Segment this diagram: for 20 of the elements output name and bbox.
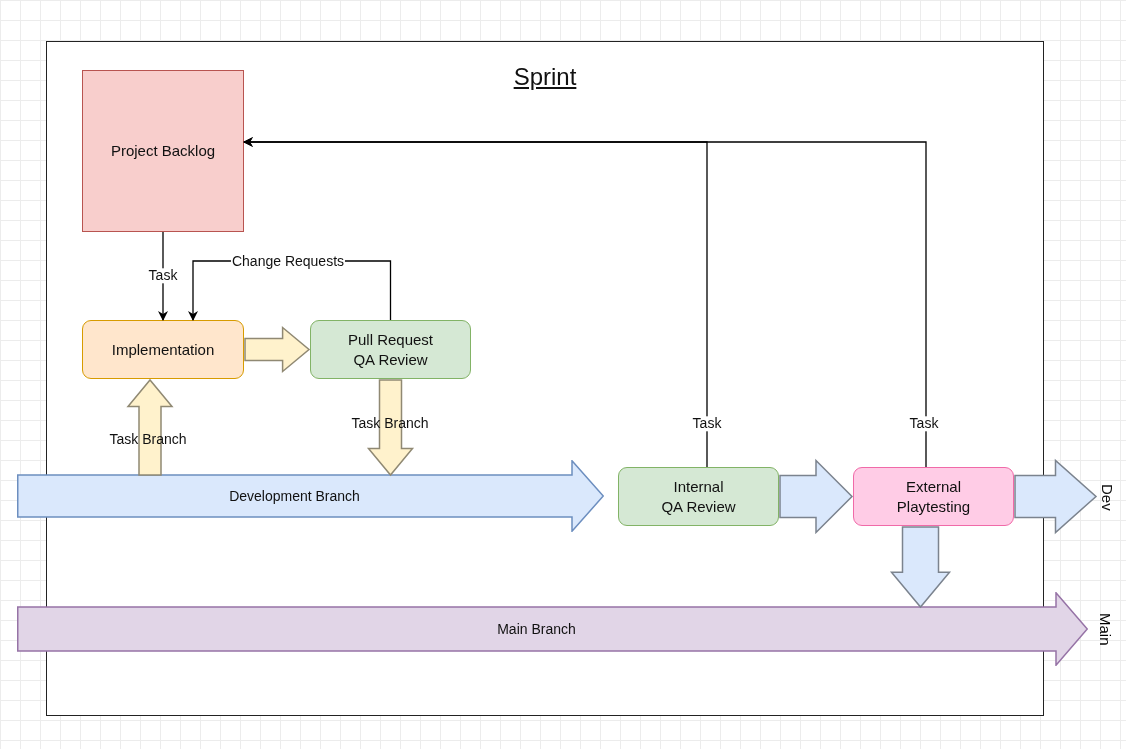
branch-end-label: Main (1097, 613, 1114, 646)
process-box: Pull Request QA Review (310, 320, 471, 379)
process-box: Project Backlog (82, 70, 244, 232)
edge-label: Change Requests (230, 254, 346, 270)
edge-label: Task Branch (108, 432, 188, 448)
arrow (243, 137, 927, 468)
block-arrow (889, 526, 952, 609)
block-arrow (126, 378, 174, 476)
process-box: Internal QA Review (618, 467, 779, 526)
block-arrow (244, 325, 311, 374)
edge-label: Task (908, 416, 940, 432)
block-arrow (1014, 458, 1098, 535)
process-box: Implementation (82, 320, 244, 379)
block-arrow (779, 458, 854, 535)
frame-title: Sprint (513, 62, 577, 92)
edge-label: Task (147, 268, 179, 284)
process-box: External Playtesting (853, 467, 1014, 526)
branch-end-label: Dev (1097, 476, 1117, 518)
edge-label: Task (691, 416, 723, 432)
branch-arrow: Main Branch (17, 592, 1088, 666)
